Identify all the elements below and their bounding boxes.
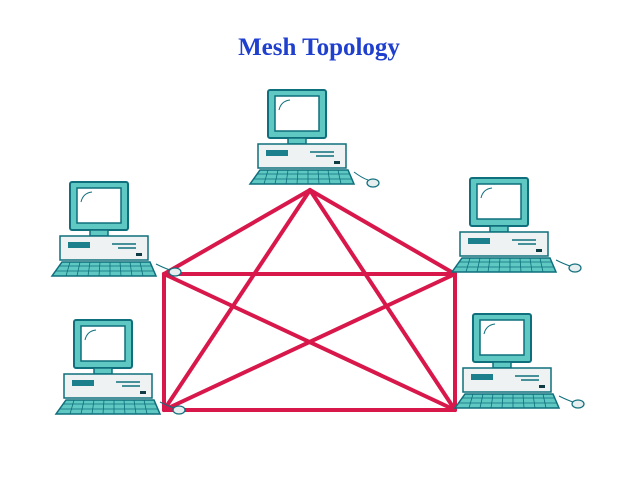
mesh-link bbox=[162, 272, 457, 412]
computer-icon bbox=[249, 89, 380, 188]
computer-icon bbox=[55, 319, 186, 415]
computer-icon bbox=[454, 313, 585, 409]
mesh-link bbox=[162, 188, 312, 412]
mesh-link bbox=[162, 188, 312, 276]
computer-icon bbox=[451, 177, 582, 273]
mesh-link bbox=[308, 188, 457, 276]
computer-icon bbox=[51, 181, 182, 277]
page-title: Mesh Topology bbox=[238, 34, 400, 61]
links-layer bbox=[162, 188, 457, 412]
mesh-link bbox=[308, 188, 457, 412]
